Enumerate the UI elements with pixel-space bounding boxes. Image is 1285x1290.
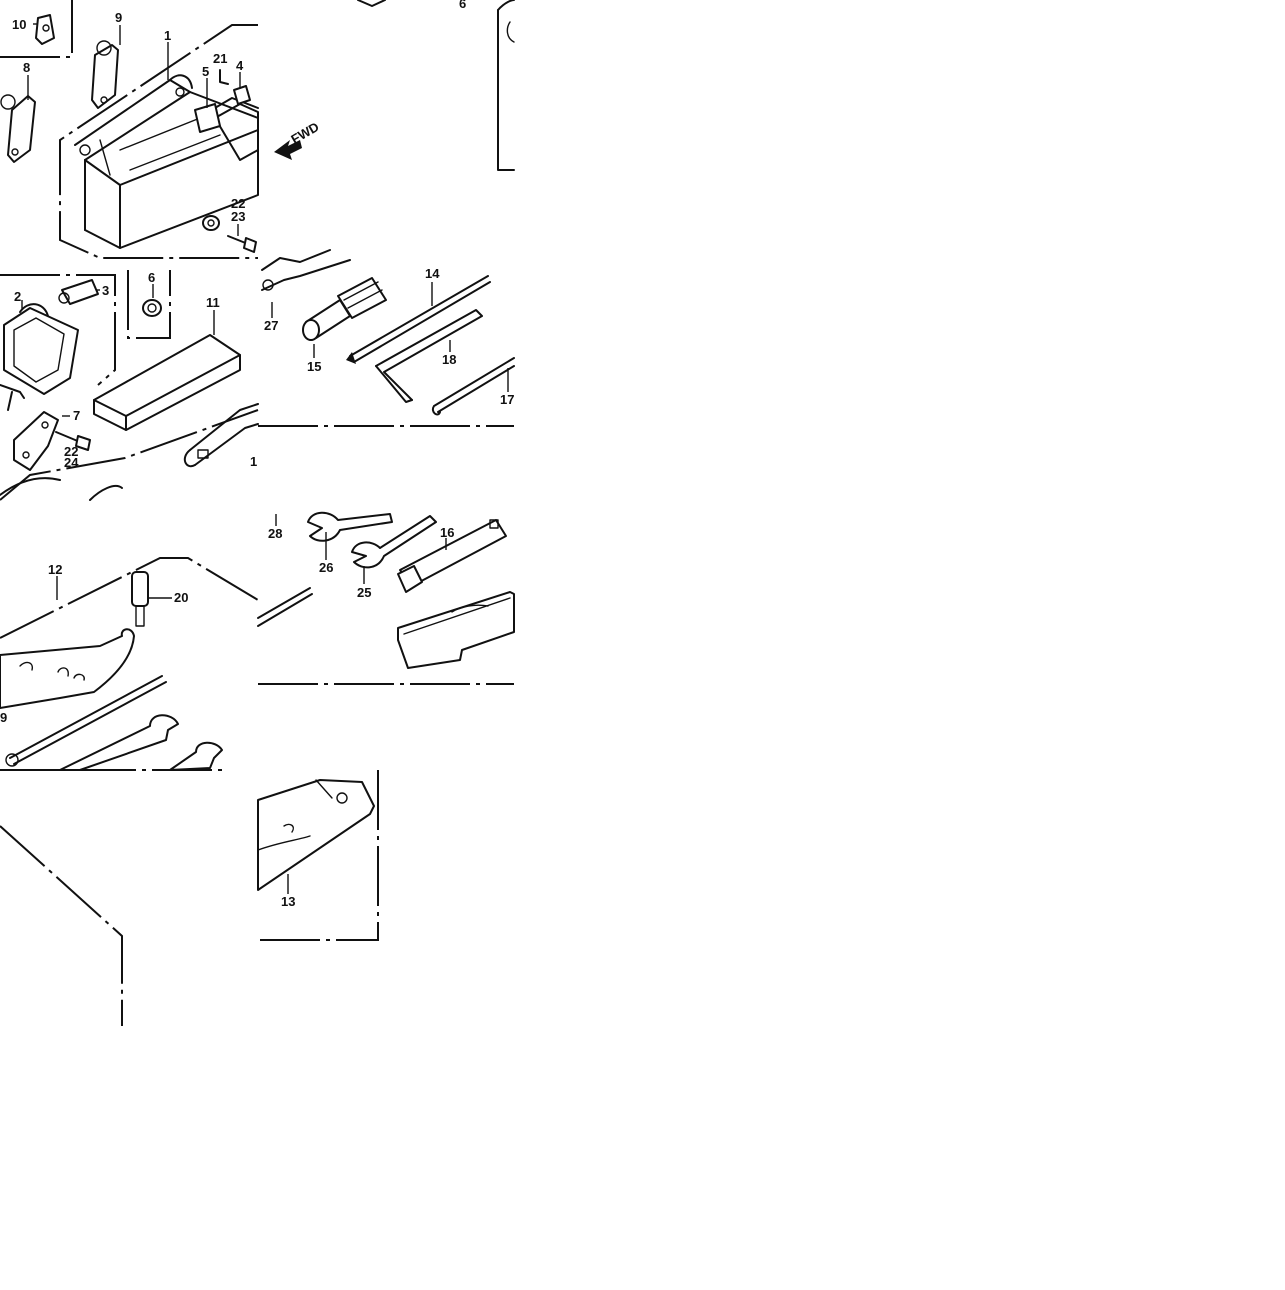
callout-25: 25	[357, 585, 371, 600]
bolt-22	[55, 431, 91, 451]
callout-3: 3	[102, 283, 109, 298]
hook-spanner	[0, 628, 135, 709]
callout-9: 9	[115, 10, 122, 25]
callout-11: 11	[206, 295, 220, 310]
wrench-25	[351, 515, 437, 569]
tool-box-body	[74, 74, 259, 249]
long-rod	[5, 675, 167, 767]
callout-16: 16	[440, 525, 454, 540]
hex-key-17	[431, 357, 515, 416]
panel-toolkit	[0, 557, 259, 771]
callout-7: 7	[73, 408, 80, 423]
callout-14: 14	[425, 266, 440, 281]
panel-top-right-fragment	[357, 0, 515, 171]
panel-tools-upper	[258, 249, 515, 427]
callout-8: 8	[23, 60, 30, 75]
combo-wrenches	[59, 714, 223, 771]
callout-9-left: 9	[0, 710, 7, 725]
callout-20: 20	[174, 590, 188, 605]
rod-partial	[257, 587, 313, 627]
callout-5: 5	[202, 64, 209, 79]
panel-bottom-frame	[0, 825, 123, 1026]
clip-4	[233, 85, 251, 105]
callouts: 1 2 3 4 5 6 6 7 8 9 9 10 11 12 13 14 15 …	[0, 0, 514, 909]
collar-5	[194, 103, 221, 133]
callout-22-mid: 22	[64, 444, 78, 459]
panel-tool-bag-13	[257, 770, 379, 941]
callout-22-top: 22	[231, 196, 245, 211]
box-wrench-16	[397, 519, 507, 593]
grommet	[202, 215, 220, 231]
key-20	[131, 571, 149, 627]
panel-toolbox-assembly: FWD	[0, 0, 321, 259]
callout-2: 2	[14, 289, 21, 304]
callout-21: 21	[213, 51, 227, 66]
pliers-27	[261, 249, 351, 291]
pin-21	[219, 69, 229, 85]
callout-6-top: 6	[459, 0, 466, 11]
callout-10: 10	[12, 17, 26, 32]
stay-plate-10	[35, 14, 55, 45]
callout-18: 18	[442, 352, 456, 367]
callout-19-partial: 1	[250, 454, 257, 469]
fitting-3	[58, 279, 99, 305]
panel-seal-parts	[0, 270, 259, 501]
screwdriver-bit-14	[346, 275, 491, 364]
callout-26: 26	[319, 560, 333, 575]
callout-15: 15	[307, 359, 321, 374]
manual-11	[93, 334, 241, 431]
stay-plate-8	[0, 94, 36, 163]
wrench-26	[307, 511, 393, 542]
tool-case-2	[3, 303, 79, 395]
panel-tools-lower	[257, 511, 515, 685]
nut-6	[142, 299, 162, 317]
bracket-7	[13, 411, 59, 471]
fwd-label: FWD	[288, 119, 321, 147]
callout-6: 6	[148, 270, 155, 285]
stay-plate-9	[91, 40, 119, 109]
callout-1: 1	[164, 28, 171, 43]
callout-28: 28	[268, 526, 282, 541]
tool-bag-13	[257, 779, 375, 891]
callout-23: 23	[231, 209, 245, 224]
hex-key-18	[375, 309, 483, 403]
callout-12: 12	[48, 562, 62, 577]
spring-wrench-partial	[183, 403, 259, 468]
callout-17: 17	[500, 392, 514, 407]
callout-27: 27	[264, 318, 278, 333]
tool-bag	[397, 591, 515, 669]
bolt-23	[227, 235, 257, 253]
screwdriver-handle-15	[302, 277, 387, 341]
callout-4: 4	[236, 58, 244, 73]
callout-24: 24	[64, 455, 79, 470]
callout-13: 13	[281, 894, 295, 909]
fwd-arrow: FWD	[274, 119, 321, 160]
